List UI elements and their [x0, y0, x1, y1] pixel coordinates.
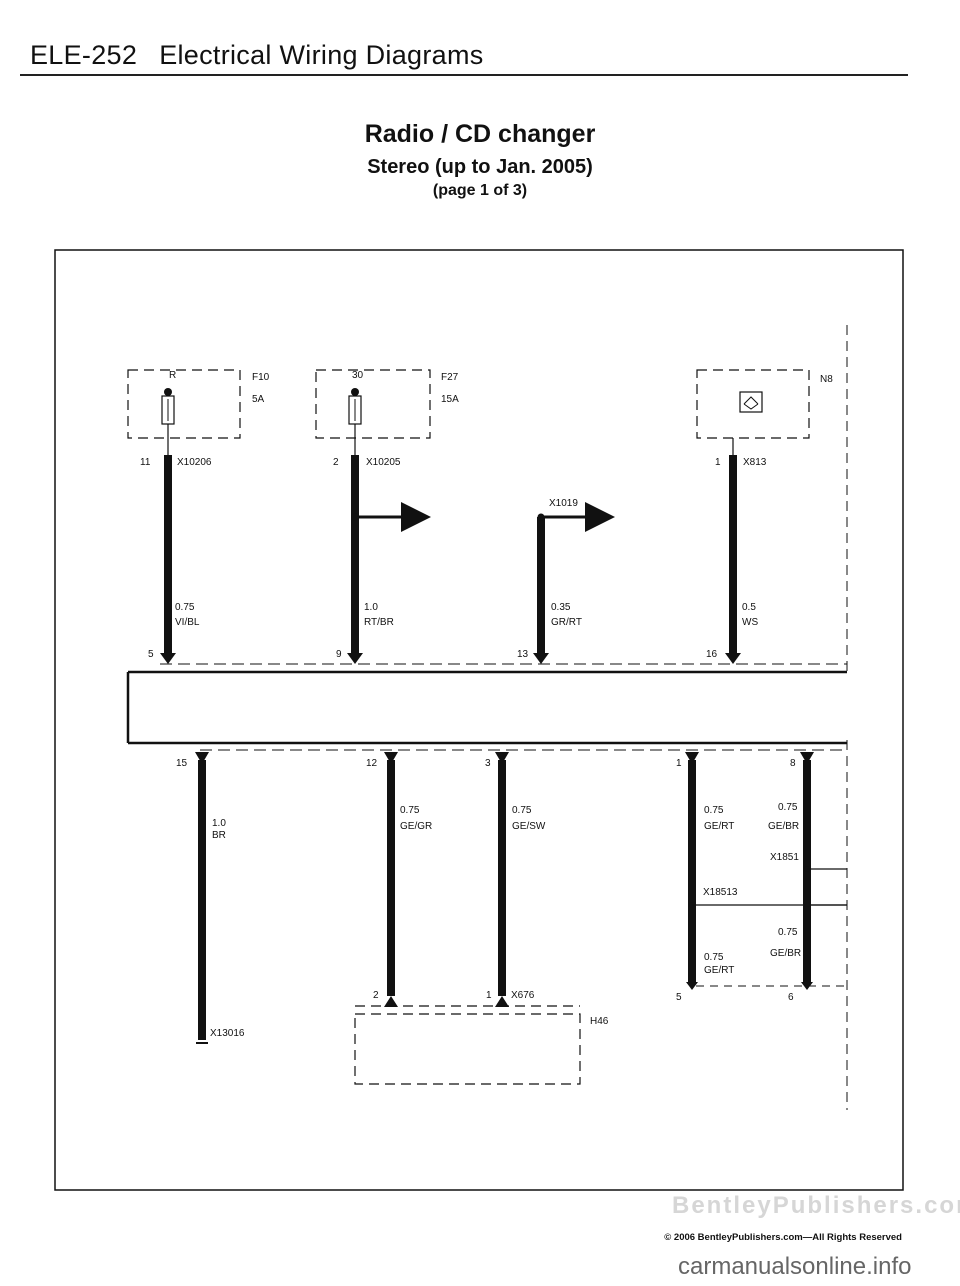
wire-gr-rt: X1019 0.35 GR/RT 13 [517, 498, 615, 664]
wire-2-pin-top: 2 [333, 457, 339, 468]
fuse-f27: 30 F27 15A [315, 369, 459, 455]
fuse-f27-id: F27 [441, 372, 459, 383]
header-rule [20, 74, 908, 76]
wire-2-gauge: 1.0 [364, 602, 378, 613]
wire-3-pin-bottom: 13 [517, 649, 529, 660]
wire-8-gauge-b: 0.75 [704, 952, 724, 963]
wire-ge-gr: 12 0.75 GE/GR 2 [366, 752, 432, 1007]
fuse-f27-rating: 15A [441, 394, 459, 405]
wire-1-connector: X10206 [177, 457, 212, 468]
site-watermark: carmanualsonline.info [678, 1253, 912, 1280]
wire-6-color: GE/GR [400, 821, 432, 832]
watermark-logo: BentleyPublishers.com [672, 1192, 960, 1219]
wire-5-gauge: 1.0 [212, 818, 226, 829]
wire-ge-sw: 3 0.75 GE/SW 1 X676 [485, 752, 546, 1007]
wire-4-pin-bottom: 16 [706, 649, 718, 660]
wire-8-color: GE/RT [704, 821, 734, 832]
wire-4-gauge: 0.5 [742, 602, 756, 613]
fuse-f10-rating: 5A [252, 394, 265, 405]
wire-3-connector: X1019 [549, 498, 578, 509]
radio-unit [126, 663, 847, 751]
wire-6-pin-bottom: 2 [373, 990, 379, 1001]
fuse-f10-id: F10 [252, 372, 270, 383]
module-h46: H46 [354, 1005, 609, 1085]
wire-6-pin-top: 12 [366, 758, 378, 769]
wire-5-pin-top: 15 [176, 758, 188, 769]
wire-9-pin-top: 8 [790, 758, 796, 769]
wire-5-color: BR [212, 830, 226, 841]
wire-2-pin-bottom: 9 [336, 649, 342, 660]
wire-6-gauge: 0.75 [400, 805, 420, 816]
wire-9-color: GE/BR [768, 821, 799, 832]
wire-5-ground: X13016 [210, 1028, 245, 1039]
module-h46-id: H46 [590, 1016, 609, 1027]
wire-rt-br: 2 X10205 1.0 RT/BR 9 [333, 455, 431, 664]
wire-4-connector: X813 [743, 457, 767, 468]
wire-8-splice: X18513 [703, 887, 738, 898]
wire-3-color: GR/RT [551, 617, 582, 628]
diagram-title: Radio / CD changer [364, 120, 596, 148]
wire-9-splice: X1851 [770, 852, 799, 863]
wire-ge-rt-splice: 1 0.75 GE/RT X18513 0.75 GE/RT 5 [676, 752, 847, 1003]
wire-2-color: RT/BR [364, 617, 394, 628]
wire-9-pin-bottom: 6 [788, 992, 794, 1003]
page-code: ELE-252 [30, 40, 138, 70]
copyright-notice: © 2006 BentleyPublishers.com—All Rights … [664, 1232, 902, 1243]
wire-9-gauge: 0.75 [778, 802, 798, 813]
wire-1-gauge: 0.75 [175, 602, 195, 613]
wire-7-connector: X676 [511, 990, 535, 1001]
wire-4-color: WS [742, 617, 758, 628]
wire-8-color-b: GE/RT [704, 965, 734, 976]
wire-8-pin-top: 1 [676, 758, 682, 769]
wire-7-pin-top: 3 [485, 758, 491, 769]
fuse-f10-terminal: R [169, 370, 176, 381]
module-n8-id: N8 [820, 374, 833, 385]
wire-8-gauge: 0.75 [704, 805, 724, 816]
wire-1-pin-top: 11 [140, 457, 151, 468]
wire-2-connector: X10205 [366, 457, 401, 468]
module-n8: N8 [696, 369, 833, 455]
wire-br-ground: 15 1.0 BR X13016 [176, 752, 245, 1044]
page-indicator: (page 1 of 3) [432, 182, 528, 199]
wire-4-pin-top: 1 [715, 457, 721, 468]
wire-7-gauge: 0.75 [512, 805, 532, 816]
diagram-frame [54, 249, 904, 1191]
wire-7-pin-bottom: 1 [486, 990, 492, 1001]
wire-9-gauge-b: 0.75 [778, 927, 798, 938]
diagram-subtitle: Stereo (up to Jan. 2005) [367, 156, 593, 178]
wire-ws: 1 X813 0.5 WS 16 [706, 455, 767, 664]
wire-9-color-b: GE/BR [770, 948, 801, 959]
wire-8-pin-bottom: 5 [676, 992, 682, 1003]
wire-7-color: GE/SW [512, 821, 546, 832]
wire-3-gauge: 0.35 [551, 602, 571, 613]
fuse-f27-terminal: 30 [352, 370, 364, 381]
wire-1-pin-bottom: 5 [148, 649, 154, 660]
wire-1-color: VI/BL [175, 617, 200, 628]
fuse-f10: R F10 5A [127, 369, 270, 455]
section-title: Electrical Wiring Diagrams [159, 40, 484, 70]
wire-vi-bl: 11 X10206 0.75 VI/BL 5 [140, 455, 212, 664]
wire-ge-br-splice: 8 0.75 GE/BR X1851 0.75 GE/BR 6 [696, 752, 847, 1003]
page-header: ELE-252 Electrical Wiring Diagrams [30, 40, 484, 71]
